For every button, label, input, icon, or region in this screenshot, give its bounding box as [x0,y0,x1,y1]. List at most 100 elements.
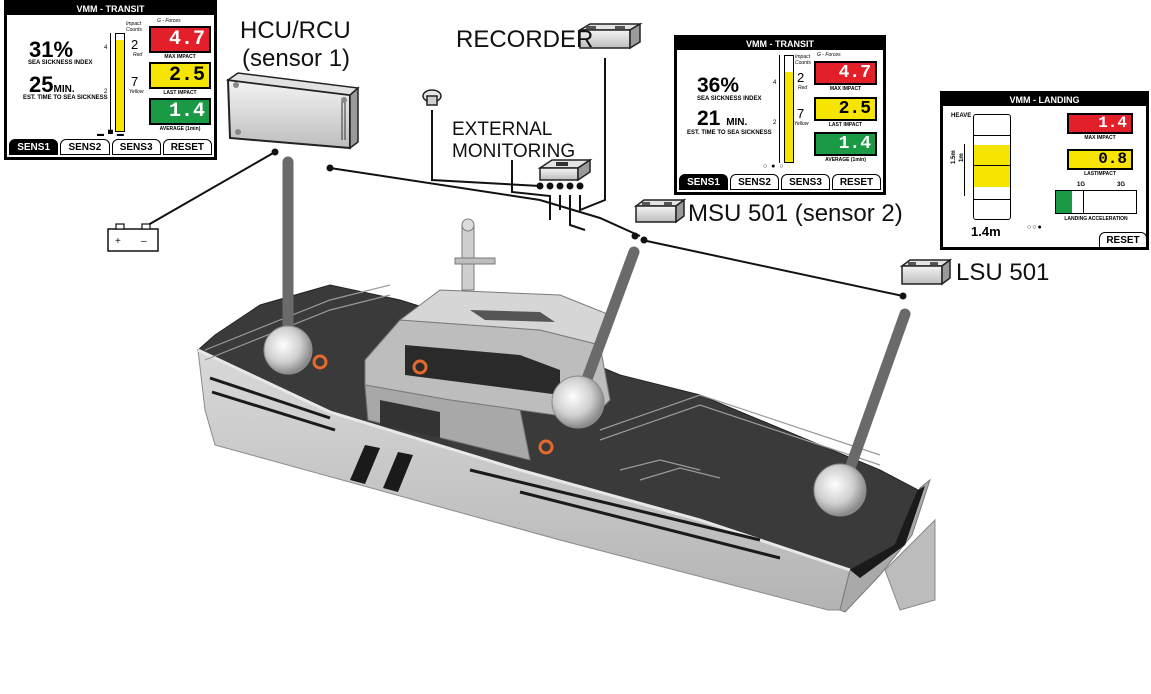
sensor-tabs: SENS1 SENS2 SENS3 RESET [679,174,881,190]
last-impact-label: LASTIMPACT [1084,171,1116,177]
red-count: 2 [797,70,805,85]
sickness-index-label: SEA SICKNESS INDEX [697,96,762,102]
hcu-label-line2: (sensor 1) [242,45,351,72]
battery-icon: + – [107,223,159,252]
heave-value: 1.4m [971,224,1001,239]
scale-1-5: 1.5m [951,150,957,164]
cable-nodes [271,148,907,300]
page-dots: ▬ ▀ ▬ [97,131,125,138]
screen-title: VMM - TRANSIT [7,3,214,15]
tab-sens3[interactable]: SENS3 [111,139,161,155]
lsu-unit [899,258,953,286]
vmm-transit-screen-2: VMM - TRANSIT 36% SEA SICKNESS INDEX 21 … [674,35,886,195]
recorder-unit [577,22,643,50]
recorder-label: RECORDER [456,26,594,53]
cable-msu-lsu [641,239,904,297]
page-dots: ○ ● ○ [763,163,785,170]
time-label: EST. TIME TO SEA SICKNESS [23,95,108,101]
last-impact-label: LAST IMPACT [828,122,863,128]
sickness-index-label: SEA SICKNESS INDEX [28,60,93,66]
sensor-1-sphere [263,325,313,375]
average-label: AVERAGE (1min) [825,157,866,163]
screen-title: VMM - LANDING [943,94,1146,106]
tab-sens2[interactable]: SENS2 [60,139,110,155]
impact-gauge [115,33,125,132]
impact-gauge-fill [785,71,793,162]
screen-title: VMM - TRANSIT [677,38,883,50]
page-dots: ○○● [1027,224,1043,231]
tab-sens2[interactable]: SENS2 [730,174,779,190]
roof-hatch [470,310,555,322]
gauge-scale [779,55,780,163]
tab-sens1[interactable]: SENS1 [9,139,59,155]
external-label-line1: EXTERNAL [452,119,553,140]
average-value: 1.4 [814,132,877,156]
tab-sens1[interactable]: SENS1 [679,174,728,190]
vmm-landing-screen: VMM - LANDING HEAVE 1.5m 1m 1.4m ○○● 1.4… [940,91,1149,250]
scale-1: 1m [959,153,965,162]
scale-top: 4 [104,45,108,51]
g-forces-label: G - Forces [817,52,841,58]
max-impact-label: MAX IMPACT [829,86,862,92]
bow-fender [850,486,925,578]
last-impact-label: LAST IMPACT [163,90,197,96]
impact-gauge-fill [116,39,124,131]
life-ring-2 [412,359,428,375]
life-ring-3 [538,439,554,455]
yellow-count-label: Yellow [129,89,144,95]
scale-mid: 2 [773,120,777,126]
tab-sens3[interactable]: SENS3 [781,174,830,190]
gauge-scale [110,33,111,131]
sickness-index-value: 36% [697,74,740,97]
max-impact-label: MAX IMPACT [1084,135,1116,141]
hull-stripes [209,376,781,560]
last-impact-value: 2.5 [149,62,211,89]
impact-counts-label: Impact Counts [126,21,142,33]
max-impact-value: 4.7 [149,26,211,53]
max-impact-label: MAX IMPACT [164,54,196,60]
mast-arm [454,257,496,265]
battery-minus: – [141,236,147,247]
cable-hcu-msu [329,167,641,237]
door-block [380,400,440,438]
superstructure-lower [364,384,531,461]
max-impact-value: 1.4 [1067,113,1133,134]
life-ring-1 [312,354,328,370]
external-monitoring-unit [537,158,593,182]
last-impact-value: 2.5 [814,97,877,121]
red-count: 2 [131,37,139,52]
time-value: 21 MIN. [697,107,748,130]
battery-plus: + [115,236,121,247]
red-count-label: Red [133,52,143,58]
sensor-3-sphere [813,463,867,517]
heave-gauge [973,114,1011,220]
reset-button[interactable]: RESET [1099,232,1146,247]
last-impact-value: 0.8 [1067,149,1133,170]
railings [204,284,881,481]
heave-scale [964,144,965,196]
g-forces-label: G - Forces [157,18,181,24]
reset-button[interactable]: RESET [832,174,881,190]
heave-label: HEAVE [951,113,972,119]
cable-gps [431,110,541,187]
time-label: EST. TIME TO SEA SICKNESS [687,130,772,136]
red-count-label: Red [798,85,808,91]
yellow-count-label: Yellow [794,121,809,127]
cable-recorder [579,58,606,212]
gps-antenna-icon [422,89,442,106]
cable-ext-1 [511,160,551,220]
max-impact-value: 4.7 [814,61,877,85]
external-label-line2: MONITORING [452,141,576,162]
reset-button[interactable]: RESET [162,139,212,155]
average-value: 1.4 [149,98,211,125]
accel-3g-label: 3G [1117,182,1126,188]
accel-1g-label: 1G [1077,182,1086,188]
accel-label: LANDING ACCELERATION [1064,216,1128,222]
cable-battery [147,151,276,226]
cables [147,58,904,297]
mast-dome [461,218,475,232]
average-label: AVERAGE (1min) [159,126,201,132]
impact-gauge [784,55,794,163]
